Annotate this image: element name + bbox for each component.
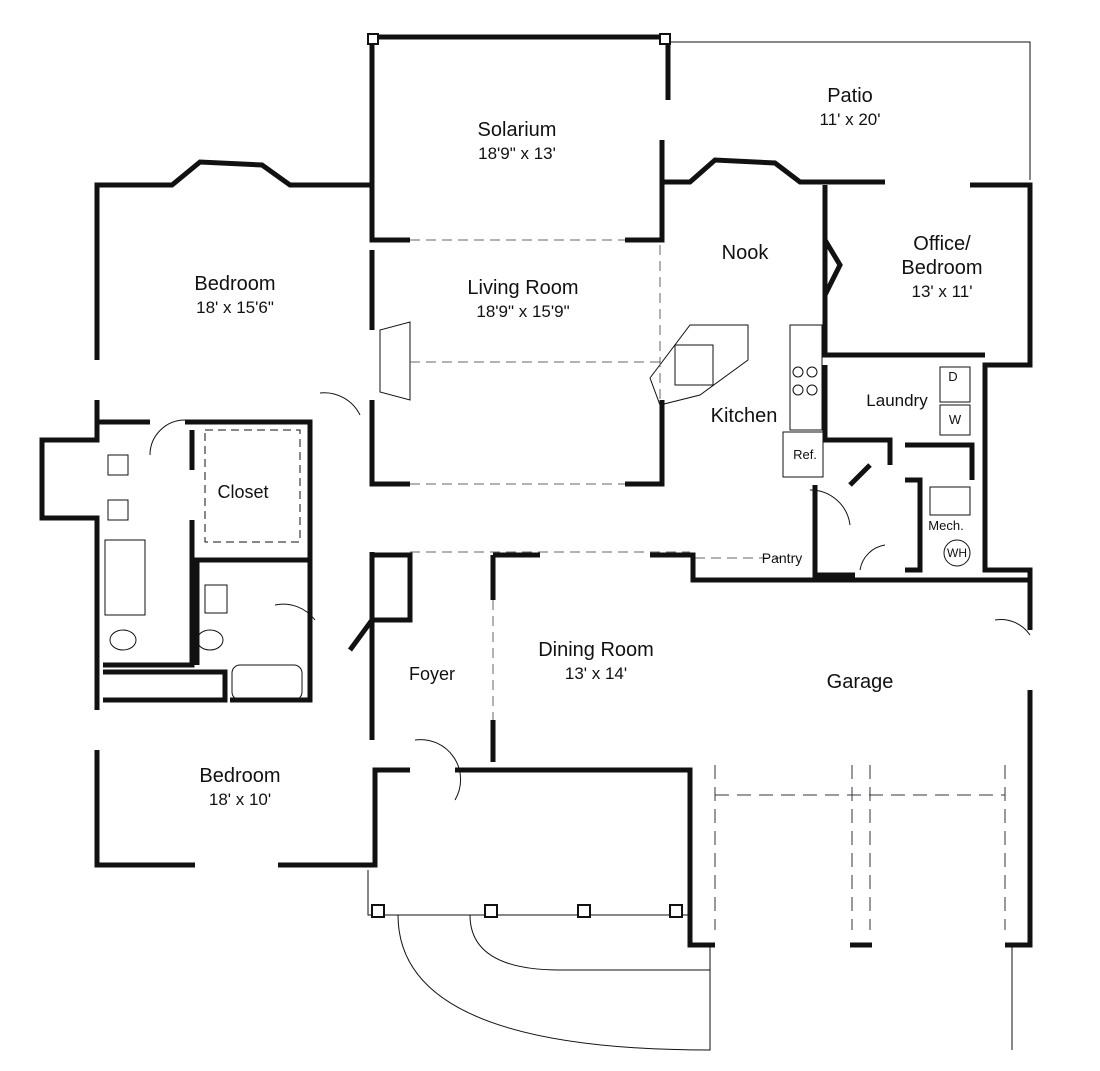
room-name: Dining Room (538, 639, 654, 661)
bathtub (231, 664, 303, 701)
mech-unit (929, 486, 971, 516)
room-name: Bedroom (194, 273, 276, 295)
room-name: Bedroom (199, 765, 281, 787)
room-office: Office/ Bedroom 13' x 11' (901, 232, 982, 304)
room-name: Bedroom (901, 257, 983, 279)
room-dining: Dining Room 13' x 14' (538, 638, 654, 686)
room-living: Living Room 18'9" x 15'9" (467, 276, 578, 324)
room-laundry: Laundry (866, 389, 927, 413)
washer (939, 404, 971, 436)
room-name: Foyer (408, 664, 456, 684)
washer-label: W (948, 412, 962, 427)
room-solarium: Solarium 18'9" x 13' (478, 118, 557, 166)
shower (104, 539, 146, 616)
walkway-inner (469, 914, 710, 971)
room-dimensions: 18'9" x 13' (478, 144, 556, 163)
room-dimensions: 18'9" x 15'9" (476, 302, 570, 321)
room-name: Laundry (866, 391, 928, 410)
dryer (939, 366, 971, 403)
room-garage: Garage (827, 670, 894, 694)
refrigerator (782, 431, 824, 478)
fireplace (379, 321, 411, 401)
fridge-label: Ref. (793, 447, 817, 462)
room-dimensions: 18' x 15'6" (196, 298, 274, 317)
closet-rod (204, 429, 301, 543)
front-door-swing (414, 739, 462, 801)
room-name: Solarium (477, 119, 557, 141)
room-dimensions: 11' x 20' (819, 110, 881, 129)
water-heater (943, 539, 971, 567)
room-foyer: Foyer (409, 662, 455, 686)
room-nook: Nook (722, 241, 769, 265)
room-name: Pantry (761, 550, 803, 566)
room-patio: Patio 11' x 20' (820, 84, 881, 132)
dryer-label: D (948, 369, 958, 384)
room-kitchen: Kitchen (711, 404, 778, 428)
kitchen-counter (789, 324, 823, 431)
room-name: Living Room (467, 277, 579, 299)
door-swing (319, 392, 361, 416)
room-dimensions: 13' x 11' (911, 282, 973, 301)
room-bedroom-main: Bedroom 18' x 15'6" (194, 272, 275, 320)
toilet-icon (196, 629, 224, 651)
room-bedroom-front: Bedroom 18' x 10' (199, 764, 280, 812)
vanity-sink (107, 454, 129, 476)
room-dimensions: 13' x 14' (564, 664, 628, 683)
room-dimensions: 18' x 10' (208, 790, 272, 809)
room-name: Nook (721, 242, 769, 264)
burner-icon (792, 366, 804, 378)
room-name: Patio (827, 85, 873, 107)
room-closet: Closet (217, 480, 268, 504)
room-name: Office/ (913, 233, 971, 255)
room-name: Closet (217, 482, 269, 502)
toilet-icon (109, 629, 137, 651)
sink-icon (674, 344, 714, 386)
walls (39, 34, 1033, 948)
porch-outline (367, 870, 690, 916)
room-name: Mech. (928, 518, 964, 533)
walkway (397, 914, 711, 1051)
patio-outline (668, 41, 1031, 180)
vanity-sink (204, 584, 228, 614)
water-heater-label: WH (947, 546, 967, 560)
room-mech: Mech. (928, 514, 963, 538)
room-name: Kitchen (710, 405, 778, 427)
kitchen-island (649, 324, 749, 406)
room-pantry: Pantry (762, 546, 802, 570)
room-name: Garage (826, 671, 894, 693)
